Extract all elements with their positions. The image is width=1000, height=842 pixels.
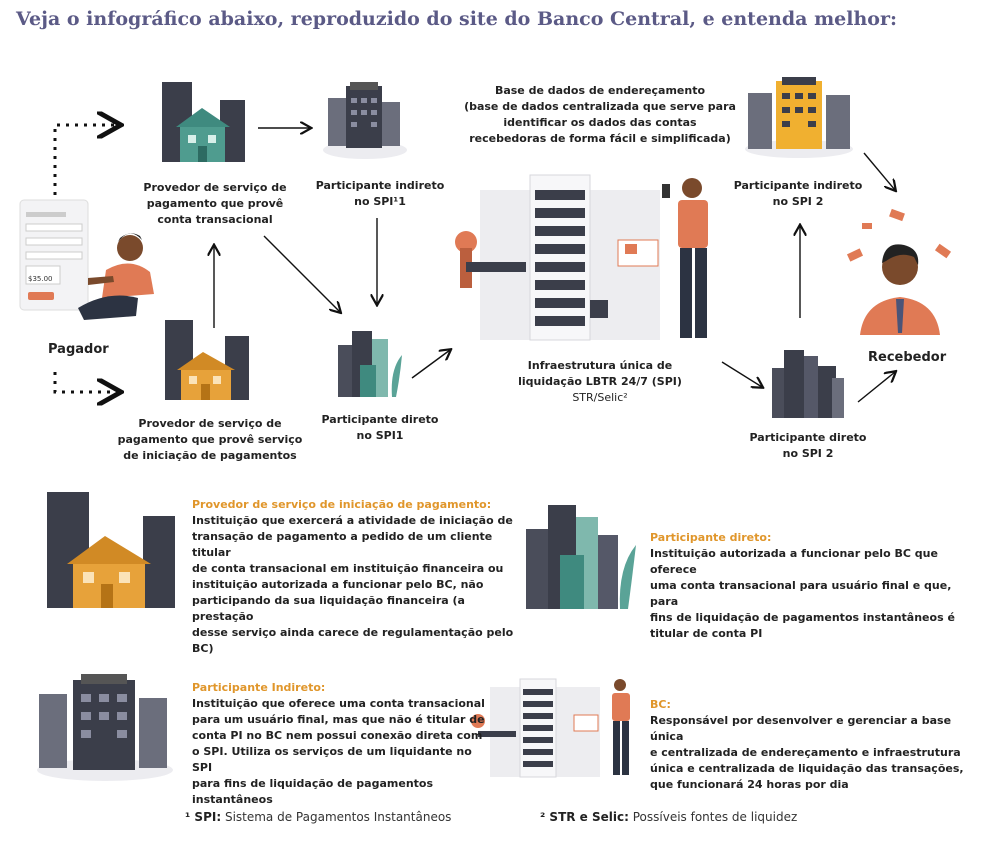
provedor-transacional-label: Provedor de serviço de pagamento que pro…	[143, 181, 287, 226]
central-infrastructure-illustration	[455, 174, 708, 341]
indireto-spi2-label: Participante indireto no SPI 2	[733, 179, 863, 208]
desc-bc-illustration	[471, 678, 630, 778]
direto-spi1-label: Participante direto no SPI1	[321, 413, 439, 442]
phone-amount: $35.00	[28, 275, 53, 283]
pagador-illustration: $35.00	[19, 199, 154, 320]
desc-iniciacao-illustration	[47, 492, 175, 608]
desc-direto: Participante direto: Instituição autoriz…	[650, 531, 955, 640]
desc-indireto-illustration	[37, 674, 173, 781]
provedor-transacional-illustration	[162, 82, 245, 162]
indireto-spi1-illustration	[323, 82, 407, 159]
desc-bc: BC: Responsável por desenvolver e gerenc…	[650, 698, 964, 791]
provedor-iniciacao-label: Provedor de serviço de pagamento que pro…	[117, 417, 303, 462]
direto-spi2-label: Participante direto no SPI 2	[749, 431, 867, 460]
indireto-spi1-label: Participante indireto no SPI¹1	[315, 179, 445, 208]
dotted-arrow-bottom	[53, 372, 118, 392]
footnote-str-selic: ² STR e Selic: Possíveis fontes de liqui…	[540, 810, 798, 824]
base-dados-label: Base de dados de endereçamento (base de …	[464, 84, 736, 145]
infra-label: Infraestrutura única de liquidação LBTR …	[518, 359, 682, 404]
direto-spi1-illustration	[338, 331, 402, 397]
direto-spi2-illustration	[772, 350, 844, 418]
page-title: Veja o infográfico abaixo, reproduzido d…	[16, 8, 897, 30]
indireto-spi2-illustration	[745, 77, 853, 158]
recebedor-illustration	[846, 208, 952, 335]
desc-direto-illustration	[526, 505, 636, 609]
dotted-arrow-top	[53, 125, 118, 195]
pagador-label: Pagador	[48, 342, 109, 357]
recebedor-label: Recebedor	[868, 350, 947, 365]
desc-iniciacao: Provedor de serviço de iniciação de paga…	[192, 498, 514, 655]
footnote-spi: ¹ SPI: Sistema de Pagamentos Instantâneo…	[185, 810, 452, 824]
desc-indireto: Participante Indireto: Instituição que o…	[192, 681, 485, 806]
provedor-iniciacao-illustration	[165, 320, 249, 400]
